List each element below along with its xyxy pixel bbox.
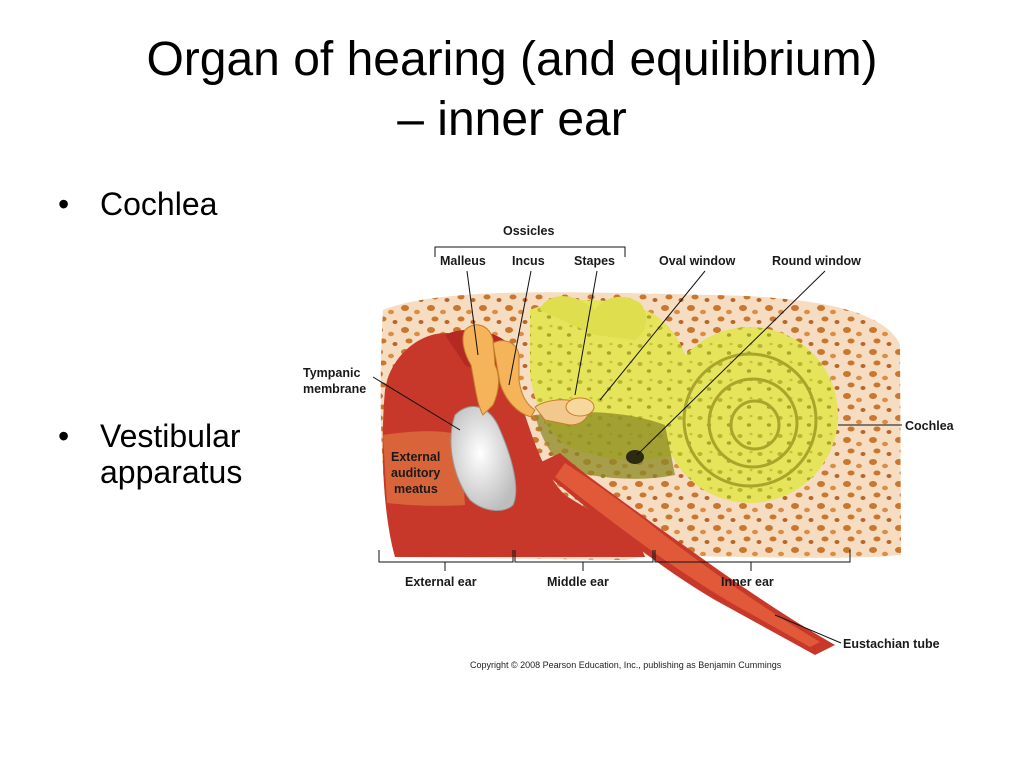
leader-round-window <box>636 270 826 456</box>
label-oval-window: Oval window <box>659 254 736 268</box>
ear-anatomy-diagram: Ossicles Malleus Incus Stapes Oval windo… <box>295 215 975 680</box>
slide-title: Organ of hearing (and equilibrium) – inn… <box>0 30 1024 150</box>
round-window <box>626 450 644 464</box>
bracket-inner-ear <box>654 550 851 563</box>
ossicles-bracket <box>434 246 626 257</box>
bullet-cochlea: Cochlea <box>58 186 338 222</box>
oval-window <box>565 397 595 417</box>
leader-oval-window <box>599 270 706 401</box>
label-external-ear: External ear <box>405 575 477 589</box>
label-cochlea: Cochlea <box>905 419 955 433</box>
leader-malleus <box>466 270 479 356</box>
leader-stapes <box>574 270 598 396</box>
leader-incus <box>508 270 532 386</box>
label-ossicles: Ossicles <box>503 224 554 238</box>
slide-title-line-2: – inner ear <box>397 93 627 146</box>
label-malleus: Malleus <box>440 254 486 268</box>
label-middle-ear: Middle ear <box>547 575 609 589</box>
leader-tympanic <box>372 376 461 431</box>
external-auditory-canal <box>383 431 465 506</box>
eustachian-tube-inner <box>555 463 820 647</box>
label-eustachian-tube: Eustachian tube <box>843 637 940 651</box>
leader-eustachian-tube <box>774 614 842 644</box>
bracket-external-ear <box>378 550 514 563</box>
cochlea-turns <box>682 352 818 488</box>
bracket-middle-ear <box>514 550 654 563</box>
ear-anatomy-svg: Ossicles Malleus Incus Stapes Oval windo… <box>303 224 955 670</box>
copyright-text: Copyright © 2008 Pearson Education, Inc.… <box>470 660 782 670</box>
label-external-auditory-3: meatus <box>394 482 438 496</box>
slide-title-line-1: Organ of hearing (and equilibrium) <box>146 33 878 86</box>
label-external-auditory-1: External <box>391 450 440 464</box>
label-round-window: Round window <box>772 254 861 268</box>
label-tympanic-2: membrane <box>303 382 366 396</box>
label-tympanic-1: Tympanic <box>303 366 360 380</box>
label-stapes: Stapes <box>574 254 615 268</box>
label-external-auditory-2: auditory <box>391 466 440 480</box>
incus-shape <box>492 340 536 418</box>
malleus-shape <box>462 324 499 416</box>
semicircular-canals <box>540 296 647 340</box>
label-inner-ear: Inner ear <box>721 575 774 589</box>
tympanic-membrane <box>450 406 517 511</box>
label-incus: Incus <box>512 254 545 268</box>
